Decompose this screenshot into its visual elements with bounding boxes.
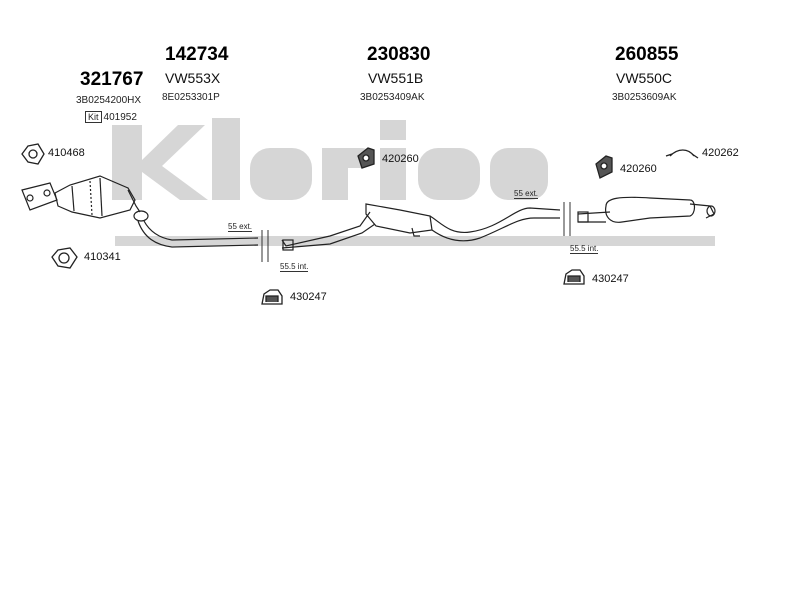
clamp-icon (563, 269, 585, 285)
dimension-label: 55.5 int. (280, 262, 309, 272)
part-number-260855: 260855 (615, 44, 679, 65)
clamp-icon (261, 289, 283, 305)
kit-badge: Kit (85, 111, 102, 123)
dimension-label: 55 ext. (228, 222, 253, 232)
part-label: 420260 (382, 153, 419, 165)
rear-silencer (577, 196, 716, 223)
part-number-230830: 230830 (367, 44, 431, 65)
part-label: 420260 (620, 163, 657, 175)
bracket-icon (665, 149, 699, 159)
oem-number: 3B0253409AK (360, 92, 425, 103)
rubber-mount-icon (357, 147, 375, 169)
catalytic-converter (54, 175, 141, 219)
model-code: VW553X (165, 70, 221, 86)
centre-pipe (281, 211, 376, 251)
ring-gasket-icon (51, 247, 78, 269)
part-label: 410341 (84, 251, 121, 263)
model-code: VW550C (616, 70, 673, 86)
model-code: VW551B (368, 70, 424, 86)
rubber-mount-icon (595, 155, 613, 179)
front-pipe (133, 210, 259, 248)
dimension-label: 55.5 int. (570, 244, 599, 254)
oem-number: 3B0254200HX (76, 95, 142, 106)
part-label: 430247 (592, 273, 629, 285)
part-label: 430247 (290, 291, 327, 303)
oem-number: 8E0253301P (162, 92, 220, 103)
part-number-142734: 142734 (165, 44, 229, 65)
part-label: 420262 (702, 147, 739, 159)
gasket-icon (21, 143, 45, 165)
kit-value: 401952 (103, 112, 137, 123)
oem-number: 3B0253609AK (612, 92, 677, 103)
part-number-321767: 321767 (80, 69, 144, 90)
part-label: 410468 (48, 147, 85, 159)
middle-silencer (365, 203, 561, 242)
manifold-flange (21, 182, 58, 211)
dimension-label: 55 ext. (514, 189, 539, 199)
joint-marks (261, 202, 571, 262)
